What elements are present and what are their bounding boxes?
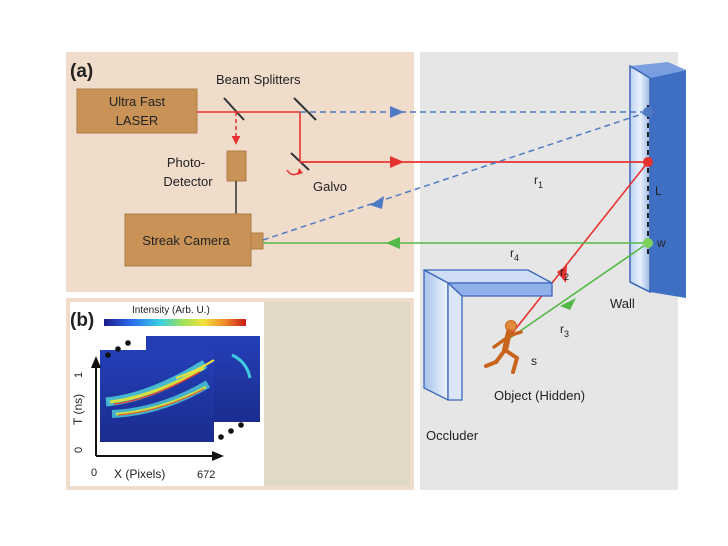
beam-r2-arrowhead [557, 265, 567, 283]
point-blue [643, 107, 653, 117]
label-point-s: s [531, 354, 537, 368]
photo-detector-label-line1: Photo- [167, 155, 205, 170]
galvo-label: Galvo [313, 179, 347, 194]
occluder-label: Occluder [426, 428, 479, 443]
beam-r4-arrowhead [386, 237, 400, 249]
point-w [643, 238, 653, 248]
wall-side [650, 70, 686, 298]
galvo-arrowhead [297, 168, 303, 175]
label-r1: r1 [534, 173, 543, 190]
y-axis-label: T (ns) [71, 394, 85, 425]
beam-r1-arrowhead [390, 156, 404, 168]
panel-a-tag: (a) [70, 61, 93, 82]
intensity-colorbar [104, 319, 246, 326]
label-r3: r3 [560, 322, 569, 339]
laser-label-line1: Ultra Fast [109, 94, 166, 109]
intensity-label: Intensity (Arb. U.) [132, 305, 210, 316]
label-r4: r4 [510, 246, 519, 263]
beam-r3-arrowhead [560, 298, 576, 310]
return-blue-beam [262, 111, 649, 241]
x-tick-right: 672 [197, 469, 215, 481]
beam-splitter-1 [223, 97, 245, 121]
label-point-w: w [656, 236, 666, 250]
x-axis-label: X (Pixels) [114, 467, 165, 481]
label-point-L: L [655, 184, 662, 198]
wall-front [629, 64, 651, 294]
wall-label: Wall [610, 296, 635, 311]
reference-beam-arrowhead [390, 106, 404, 118]
beam-r3 [509, 242, 649, 339]
occluder-front-face [447, 281, 463, 401]
streak-camera-box [124, 213, 252, 267]
occluder-left-face [423, 268, 449, 402]
hidden-object-figure [484, 320, 523, 374]
point-L [643, 157, 653, 167]
streak-camera-lens [250, 232, 264, 250]
streak-camera-label: Streak Camera [142, 233, 230, 248]
panel-b-empty-area [264, 302, 410, 486]
beam-splitters-label: Beam Splitters [216, 72, 301, 87]
streak-image-stack [100, 336, 260, 442]
x-axis-arrow [212, 451, 224, 461]
return-blue-arrowhead [370, 196, 384, 209]
photo-detector [226, 150, 247, 182]
occluder-arm-front [446, 282, 553, 297]
label-r2: r2 [560, 265, 569, 282]
beam-splitter-2 [293, 97, 317, 121]
laser-box [76, 88, 198, 134]
object-label: Object (Hidden) [494, 388, 585, 403]
x-tick-left: 0 [91, 467, 97, 479]
panel-b-tag: (b) [70, 310, 94, 331]
y-axis-arrow [91, 356, 101, 368]
photo-detector-label-line2: Detector [163, 174, 213, 189]
laser-label-line2: LASER [116, 113, 159, 128]
y-tick-bottom: 0 [73, 447, 85, 453]
beam-r2 [509, 161, 649, 337]
y-tick-top: 1 [73, 372, 85, 378]
